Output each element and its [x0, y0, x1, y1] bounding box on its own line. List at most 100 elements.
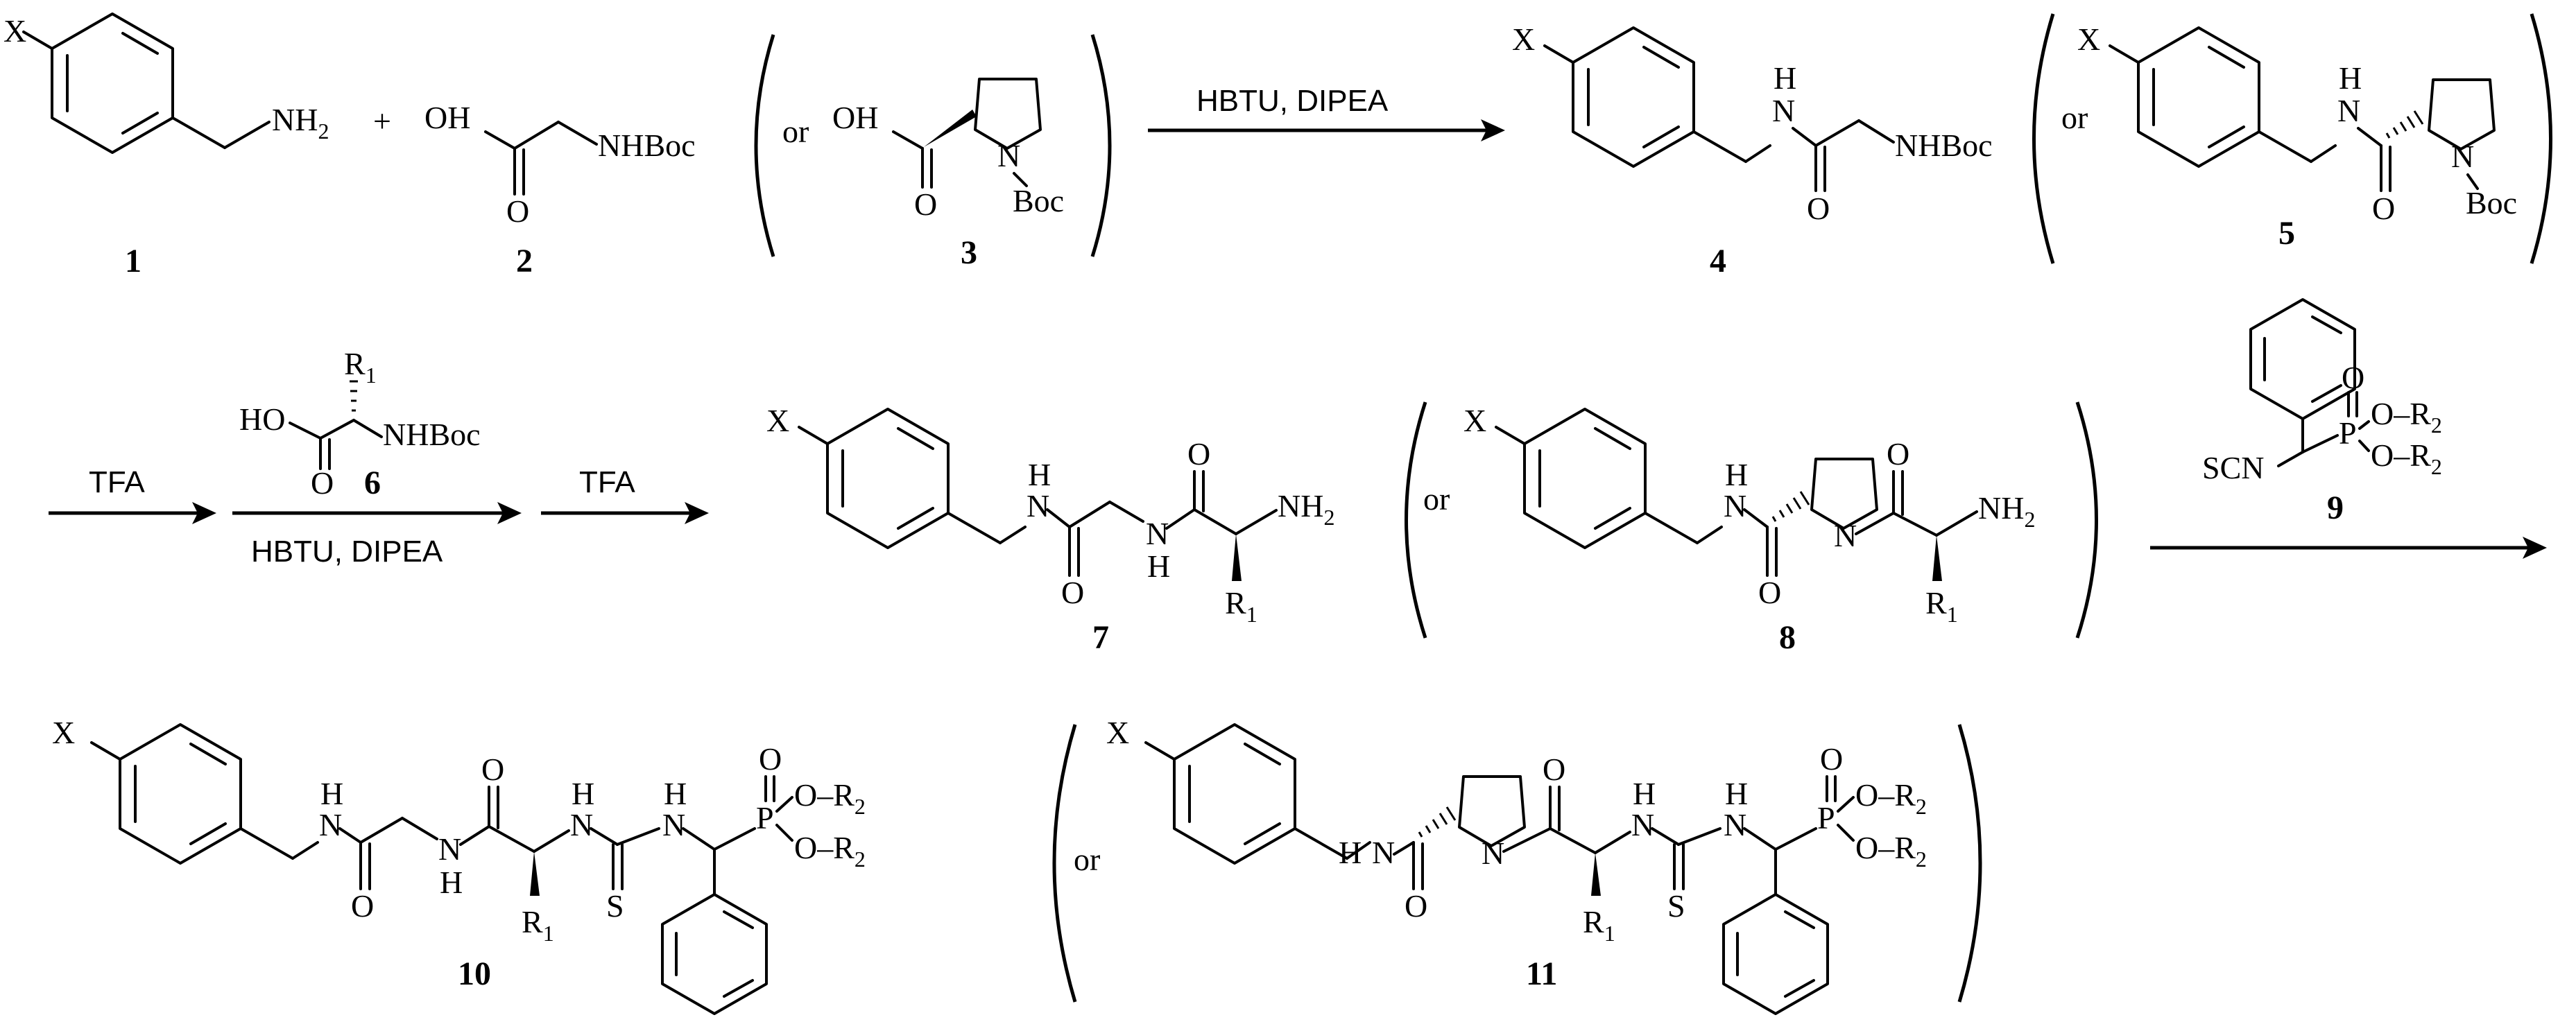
compound-8-structure: X H N O N O NH2 R1: [1463, 403, 2035, 627]
o-label: O: [2372, 191, 2395, 226]
x-label: X: [2077, 21, 2100, 57]
p-label: P: [756, 800, 774, 835]
n-label: N: [662, 807, 685, 842]
n-label: N: [438, 831, 461, 867]
svg-text:NH2: NH2: [1278, 488, 1334, 530]
compound-number-1: 1: [125, 243, 141, 279]
n-label: N: [1772, 93, 1795, 128]
x-label: X: [1463, 403, 1486, 438]
compound-1-structure: X NH2: [3, 12, 329, 154]
compound-number-3: 3: [961, 234, 977, 271]
x-label: X: [1106, 715, 1129, 750]
compound-3-structure: OH O N Boc: [832, 78, 1064, 222]
h-label: H: [664, 776, 687, 811]
svg-text:O–R2: O–R2: [2371, 396, 2442, 438]
h-label: H: [1028, 457, 1051, 492]
reagent-9-structure: SCN P O O–R2 O–R2: [2202, 298, 2442, 485]
x-label: X: [766, 403, 789, 438]
svg-text:R1: R1: [1583, 904, 1615, 946]
h-label: H: [1147, 548, 1170, 584]
o-label: O: [1820, 741, 1843, 777]
n-label: N: [1482, 835, 1504, 871]
o-label: O: [759, 741, 782, 777]
p-label: P: [1817, 800, 1835, 835]
h-label: H: [1774, 60, 1796, 96]
o-label: O: [1061, 575, 1084, 610]
compound-number-11: 11: [1526, 955, 1557, 992]
condition-tfa: TFA: [579, 465, 635, 499]
svg-text:O–R2: O–R2: [794, 777, 866, 819]
h-label: H: [320, 776, 343, 811]
n-label: N: [1724, 488, 1746, 523]
compound-number-2: 2: [516, 243, 533, 279]
o-label: O: [1807, 191, 1830, 226]
svg-text:R1: R1: [344, 346, 377, 388]
condition-hbtu-dipea: HBTU, DIPEA: [251, 535, 443, 569]
or-label: or: [1074, 842, 1100, 877]
nhboc-label: NHBoc: [383, 417, 481, 452]
n-label: N: [997, 138, 1020, 173]
h-label: H: [2339, 60, 2362, 96]
or-label: or: [2061, 100, 2088, 135]
compound-number-9: 9: [2327, 490, 2344, 526]
compound-number-5: 5: [2278, 215, 2295, 252]
reagent-6-structure: HO O R1 NHBoc: [239, 346, 481, 501]
svg-text:O–R2: O–R2: [2371, 438, 2442, 479]
svg-text:O–R2: O–R2: [1855, 777, 1927, 819]
compound-7-structure: X H N O N H O NH2 R1: [766, 403, 1334, 627]
nhboc-label: NHBoc: [598, 128, 696, 163]
o-label: O: [1187, 436, 1210, 471]
svg-text:R1: R1: [1925, 585, 1958, 627]
svg-text:R1: R1: [1225, 585, 1257, 627]
o-label: O: [506, 193, 529, 229]
o-label: O: [481, 752, 504, 787]
h-label: H: [1725, 776, 1748, 811]
or-label: or: [782, 114, 809, 149]
compound-number-10: 10: [458, 955, 491, 992]
condition-hbtu-dipea: HBTU, DIPEA: [1196, 84, 1389, 118]
o-label: O: [914, 187, 937, 222]
compound-10-structure: X H N O N H O R1 H N S H N P O: [52, 715, 866, 1015]
compound-number-8: 8: [1779, 619, 1796, 656]
svg-text:NH2: NH2: [272, 102, 329, 144]
svg-text:NH2: NH2: [1978, 490, 2035, 532]
n-label: N: [1724, 807, 1746, 842]
nhboc-label: NHBoc: [1895, 128, 1993, 163]
s-label: S: [1667, 888, 1685, 924]
h-label: H: [1725, 457, 1748, 492]
compound-number-4: 4: [1710, 243, 1726, 279]
n-label: N: [1146, 516, 1169, 551]
compound-4-structure: X H N O NHBoc: [1512, 21, 1993, 226]
n-label: N: [1027, 488, 1049, 523]
x-label: X: [1512, 21, 1535, 57]
plus-sign: +: [373, 103, 391, 139]
h-label: H: [572, 776, 594, 811]
or-label: or: [1423, 481, 1450, 517]
s-label: S: [606, 888, 624, 924]
compound-5-structure: X H N O N Boc: [2077, 21, 2517, 226]
h-label: H: [1633, 776, 1656, 811]
oh-label: OH: [424, 100, 470, 135]
n-label: N: [1372, 835, 1395, 870]
o-label: O: [351, 888, 374, 924]
n-label: N: [2337, 93, 2360, 128]
svg-text:O–R2: O–R2: [794, 830, 866, 872]
o-label: O: [1758, 575, 1781, 610]
o-label: O: [2342, 360, 2364, 395]
n-label: N: [2451, 139, 2474, 174]
h-label: H: [1339, 835, 1362, 870]
n-label: N: [1631, 807, 1654, 842]
h-label: H: [440, 865, 463, 900]
compound-2-structure: OH O NHBoc: [424, 100, 696, 229]
condition-tfa: TFA: [89, 465, 145, 499]
ho-label: HO: [239, 401, 285, 437]
o-label: O: [311, 465, 334, 501]
o-label: O: [1405, 888, 1427, 924]
boc-label: Boc: [2466, 185, 2517, 220]
scn-label: SCN: [2202, 450, 2264, 485]
svg-text:R1: R1: [522, 904, 554, 946]
o-label: O: [1887, 436, 1909, 471]
compound-11-structure: X N H O N O R1 H N S H N P: [1106, 715, 1927, 1015]
boc-label: Boc: [1013, 183, 1064, 218]
